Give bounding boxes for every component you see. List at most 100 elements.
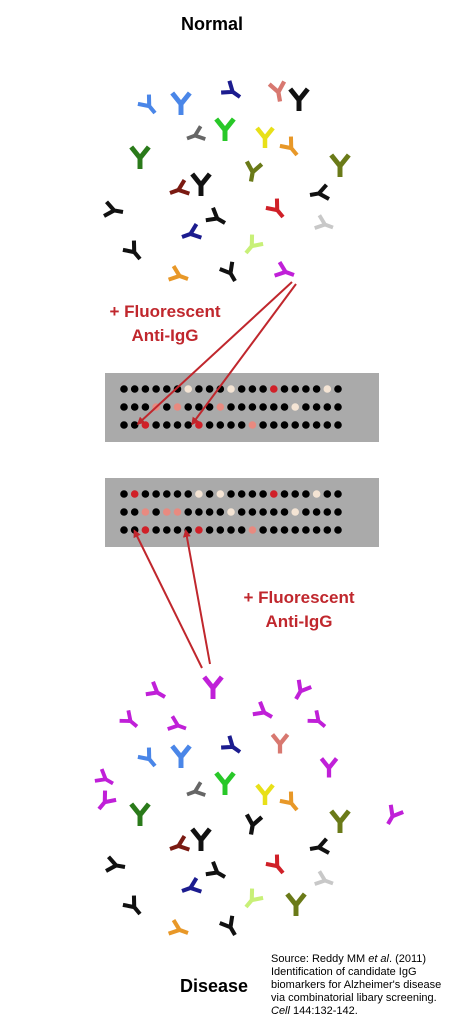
bottom-plate-dot bbox=[163, 508, 171, 516]
top-plate-dot bbox=[173, 403, 182, 411]
top-plate-dot bbox=[270, 385, 278, 393]
bottom-plate-dot bbox=[302, 490, 310, 498]
disease-antibody-green-14 bbox=[216, 773, 234, 795]
bottom-plate-dot bbox=[205, 508, 214, 516]
source-line5: 144:132-142. bbox=[289, 1005, 358, 1017]
bottom-plate-dot bbox=[302, 526, 310, 534]
bottom-plate-dot bbox=[184, 508, 192, 516]
bottom-plate-dot bbox=[173, 508, 182, 516]
normal-antibody-blue-1 bbox=[172, 93, 190, 115]
bottom-plate-dot bbox=[312, 508, 321, 516]
top-plate-dot bbox=[152, 421, 160, 429]
normal-antibody-olive-13 bbox=[331, 155, 349, 177]
top-plate-dot bbox=[163, 421, 171, 429]
disease-antibody-black-21 bbox=[192, 829, 210, 851]
binding-arrows bbox=[133, 281, 297, 669]
disease-antibody-black-30 bbox=[123, 896, 146, 919]
disease-antibody-lime-31 bbox=[240, 889, 263, 912]
bottom-label-line2: Anti-IgG bbox=[265, 612, 333, 631]
bottom-plate-dot bbox=[270, 490, 278, 498]
top-plate-dot bbox=[205, 421, 214, 429]
top-plate-dot bbox=[323, 403, 332, 411]
source-line1-end: . (2011) bbox=[389, 953, 427, 965]
top-plate-dot bbox=[280, 385, 289, 393]
bottom-plate-dot bbox=[237, 526, 246, 534]
bottom-plate-dot bbox=[291, 526, 300, 534]
disease-antibody-yellow-15 bbox=[257, 785, 273, 805]
disease-title: Disease bbox=[180, 976, 249, 996]
top-plate-dot bbox=[141, 403, 150, 411]
disease-antibody-magenta-2 bbox=[290, 680, 311, 703]
bottom-plate-dot bbox=[227, 508, 235, 516]
disease-antibody-blue-7 bbox=[138, 748, 161, 771]
top-arrow-1 bbox=[136, 281, 293, 426]
bottom-plate-dot bbox=[312, 490, 321, 498]
top-plate-dot bbox=[216, 403, 225, 411]
source-line3: biomarkers for Alzheimer's disease bbox=[271, 979, 442, 991]
top-plate-dot bbox=[323, 385, 332, 393]
bottom-plate-dot bbox=[184, 490, 192, 498]
top-plate-dot bbox=[184, 385, 192, 393]
normal-antibody-gray-5 bbox=[182, 124, 208, 147]
top-plate-dot bbox=[205, 403, 214, 411]
normal-antibody-maroon-10 bbox=[168, 180, 190, 200]
bottom-plate-dot bbox=[334, 526, 342, 534]
disease-antibody-black-26 bbox=[206, 862, 229, 883]
top-plate-dot bbox=[195, 403, 203, 411]
normal-antibody-yellow-7 bbox=[257, 128, 273, 148]
bottom-plate-dot bbox=[173, 526, 182, 534]
disease-antibody-orange-16 bbox=[280, 792, 303, 815]
top-plate-dot bbox=[270, 421, 278, 429]
top-plate-dot bbox=[130, 403, 139, 411]
bottom-fluorescent-label: + Fluorescent Anti-IgG bbox=[224, 586, 374, 634]
top-plate-dot bbox=[259, 421, 267, 429]
source-line2: Identification of candidate IgG bbox=[271, 966, 417, 978]
top-plate-dot bbox=[334, 403, 342, 411]
bottom-plate-dot bbox=[195, 526, 203, 534]
disease-antibody-magenta-11 bbox=[321, 759, 336, 778]
top-plate-dot bbox=[237, 385, 246, 393]
normal-antibody-darkgreen-9 bbox=[131, 147, 149, 169]
bottom-plate-dot bbox=[323, 490, 332, 498]
disease-antibody-magenta-0 bbox=[146, 682, 169, 703]
top-plate-dot bbox=[195, 385, 203, 393]
top-plate-dot bbox=[216, 421, 225, 429]
normal-antibody-orange-8 bbox=[280, 137, 303, 160]
top-plate-dot bbox=[141, 385, 150, 393]
top-plate-dot bbox=[130, 421, 139, 429]
normal-antibody-black-15 bbox=[309, 185, 329, 202]
normal-antibody-cluster bbox=[104, 81, 349, 286]
disease-antibody-black-22 bbox=[244, 814, 262, 835]
bottom-plate-dot bbox=[163, 490, 171, 498]
disease-antibody-black-34 bbox=[220, 916, 241, 939]
bottom-plate-dot bbox=[291, 508, 300, 516]
normal-antibody-pink-3 bbox=[269, 81, 287, 102]
normal-antibody-black-14 bbox=[104, 202, 124, 219]
bottom-plate-dot bbox=[334, 490, 342, 498]
disease-antibody-magenta-12 bbox=[92, 767, 119, 792]
bottom-plate-dot bbox=[312, 526, 321, 534]
bottom-plate-dot bbox=[205, 490, 214, 498]
bottom-plate-dot bbox=[302, 508, 310, 516]
normal-title: Normal bbox=[181, 14, 244, 34]
top-plate-dot bbox=[270, 403, 278, 411]
bottom-plate-dot bbox=[141, 490, 150, 498]
bottom-plate-dot bbox=[152, 526, 160, 534]
top-plate-dot bbox=[120, 421, 128, 429]
normal-antibody-purple-2 bbox=[221, 81, 244, 103]
bottom-plate-dot bbox=[120, 508, 128, 516]
bottom-plate-dot bbox=[259, 490, 267, 498]
top-plate-dot bbox=[120, 385, 128, 393]
bottom-plate-dot bbox=[259, 526, 267, 534]
normal-antibody-green-6 bbox=[216, 119, 234, 141]
disease-antibody-olive-23 bbox=[331, 811, 349, 833]
top-plate-dot bbox=[237, 421, 246, 429]
normal-antibody-olive-12 bbox=[244, 161, 262, 182]
disease-antibody-olive-32 bbox=[287, 894, 305, 916]
bottom-plate-dot bbox=[141, 508, 150, 516]
bottom-plate-dot bbox=[195, 490, 203, 498]
bottom-plate-dot bbox=[237, 490, 246, 498]
normal-antibody-black-4 bbox=[290, 89, 308, 111]
normal-antibody-black-16 bbox=[206, 208, 229, 229]
